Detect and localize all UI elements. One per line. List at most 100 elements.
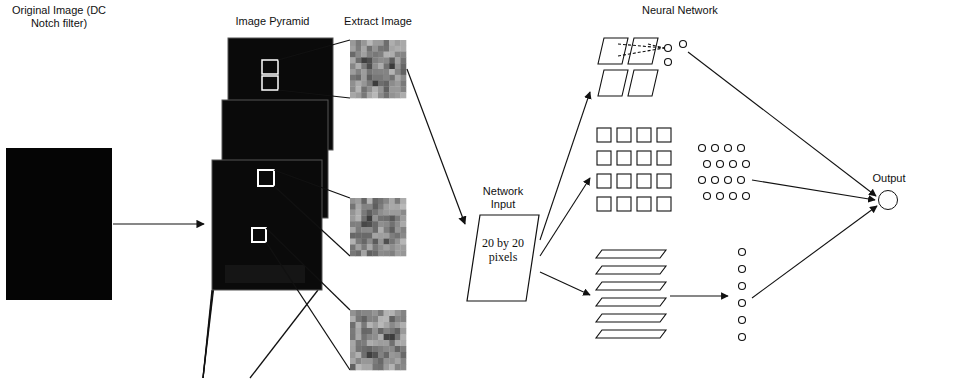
pixel (378, 316, 384, 322)
pixel (361, 63, 367, 69)
pixel (372, 92, 378, 98)
pixel (361, 86, 367, 92)
pixel (395, 204, 401, 210)
pixel (389, 244, 395, 250)
pixel (395, 364, 401, 370)
pixel (395, 215, 401, 221)
pixel (395, 86, 401, 92)
hidden-unit (699, 177, 706, 184)
image-pyramid: Image Pyramid (205, 36, 340, 294)
node-heading: Image Pyramid (218, 15, 328, 28)
pixel (367, 250, 373, 256)
pixel (384, 250, 390, 256)
pixel (384, 233, 390, 239)
pixel (350, 86, 356, 92)
pixel (384, 75, 390, 81)
pixel (389, 239, 395, 245)
pixel (378, 92, 384, 98)
pixel (361, 250, 367, 256)
pixel (350, 340, 356, 346)
pixel (356, 244, 362, 250)
pixel (389, 57, 395, 63)
pixel (395, 92, 401, 98)
pixel (367, 204, 373, 210)
pixel (367, 328, 373, 334)
pixel (389, 46, 395, 52)
pixel (356, 233, 362, 239)
pixel (350, 346, 356, 352)
pixel (389, 328, 395, 334)
pixel (395, 328, 401, 334)
pixel (350, 316, 356, 322)
pixel (350, 310, 356, 316)
pixel (384, 63, 390, 69)
hidden-unit (725, 145, 732, 152)
pixel (384, 358, 390, 364)
pixel (361, 210, 367, 216)
pixel (378, 358, 384, 364)
pixel (350, 63, 356, 69)
pixel (372, 75, 378, 81)
pixel (384, 334, 390, 340)
pixel (378, 346, 384, 352)
pixel (378, 322, 384, 328)
pixel (395, 340, 401, 346)
pixel (361, 221, 367, 227)
pixel (389, 63, 395, 69)
receptive-field (637, 151, 651, 165)
pixel (395, 52, 401, 58)
pixel (400, 316, 406, 322)
hidden-unit (743, 161, 750, 168)
receptive-field (657, 128, 671, 142)
pixel (356, 352, 362, 358)
pixel (400, 244, 406, 250)
hidden-unit (730, 161, 737, 168)
pixel (378, 233, 384, 239)
pixel (389, 86, 395, 92)
pixel (384, 57, 390, 63)
pixel (356, 52, 362, 58)
pixel (367, 81, 373, 87)
pixel (350, 40, 356, 46)
pixel (356, 346, 362, 352)
receptive-field (617, 174, 631, 188)
pixel (361, 322, 367, 328)
pixel (361, 340, 367, 346)
pixel (361, 52, 367, 58)
pixel (384, 52, 390, 58)
pixel (384, 316, 390, 322)
pixel (350, 75, 356, 81)
arrow-connector (113, 223, 204, 224)
pixel (395, 57, 401, 63)
pixel (350, 322, 356, 328)
hidden-unit (725, 177, 732, 184)
pixel (372, 310, 378, 316)
pixel (372, 52, 378, 58)
pixel (367, 346, 373, 352)
pixel (361, 198, 367, 204)
pixel (384, 244, 390, 250)
receptive-field (597, 151, 611, 165)
pixel (361, 69, 367, 75)
pixel (350, 221, 356, 227)
pixel (361, 233, 367, 239)
pixel (378, 52, 384, 58)
receptive-strip (596, 314, 666, 322)
pixel (367, 75, 373, 81)
pixel (384, 328, 390, 334)
section-label: Neural Network (642, 4, 718, 17)
pixel (361, 227, 367, 233)
pixel (395, 75, 401, 81)
pixel (389, 316, 395, 322)
pixel (361, 244, 367, 250)
pixel (361, 204, 367, 210)
pixel (356, 340, 362, 346)
pixel (372, 215, 378, 221)
pixel (361, 316, 367, 322)
pixel (384, 322, 390, 328)
pixel (350, 57, 356, 63)
pixel (378, 215, 384, 221)
pixel (389, 221, 395, 227)
hidden-unit (717, 193, 724, 200)
pixel (378, 340, 384, 346)
